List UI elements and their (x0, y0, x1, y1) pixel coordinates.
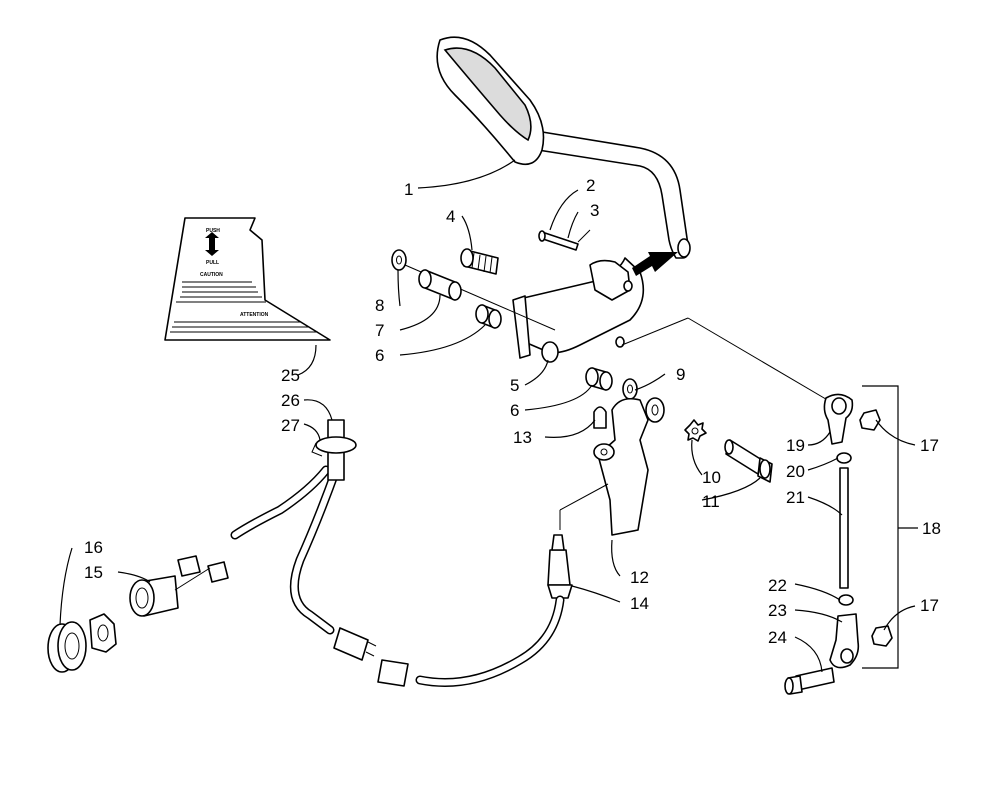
decal-push-text: PUSH (206, 228, 220, 234)
callout-3: 3 (590, 201, 599, 220)
ball-stud-13 (593, 406, 615, 461)
shift-lever-handle (436, 36, 691, 259)
cable-clamp-26 (311, 419, 357, 481)
callout-20: 20 (786, 462, 805, 481)
wiring-harness (230, 465, 565, 687)
warning-decal-25: PUSH PULL CAUTION ATTENTION (164, 217, 331, 341)
bushing-7 (418, 269, 462, 301)
callout-1: 1 (404, 180, 413, 199)
callout-19: 19 (786, 436, 805, 455)
neutral-switch-14 (547, 534, 573, 599)
shift-arm-12 (597, 397, 665, 536)
leader-lines (59, 159, 916, 673)
bolt-11 (724, 439, 773, 483)
washer-8 (391, 249, 407, 271)
callout-17b: 17 (920, 596, 939, 615)
callout-13: 13 (513, 428, 532, 447)
callout-7: 7 (375, 321, 384, 340)
callout-5: 5 (510, 376, 519, 395)
callout-22: 22 (768, 576, 787, 595)
bushing-6a (475, 304, 502, 329)
bushing-6b (585, 367, 613, 391)
callout-15: 15 (84, 563, 103, 582)
decal-attention-text: ATTENTION (240, 312, 269, 318)
callout-17a: 17 (920, 436, 939, 455)
star-washer-10 (684, 419, 707, 442)
callout-18: 18 (922, 519, 941, 538)
switch-nut-16 (47, 613, 117, 673)
callout-2: 2 (586, 176, 595, 195)
bolt-4 (460, 248, 499, 275)
callout-27: 27 (281, 416, 300, 435)
decal-caution-text: CAUTION (200, 272, 223, 278)
callout-14: 14 (630, 594, 649, 613)
decal-pull-text: PULL (206, 260, 219, 266)
direction-arrow (632, 252, 678, 276)
callout-4: 4 (446, 207, 455, 226)
callout-25: 25 (281, 366, 300, 385)
callout-10: 10 (702, 468, 721, 487)
shift-bracket (404, 257, 645, 363)
callout-6a: 6 (375, 346, 384, 365)
callout-6b: 6 (510, 401, 519, 420)
callout-24: 24 (768, 628, 787, 647)
callout-12: 12 (630, 568, 649, 587)
callout-11: 11 (702, 492, 720, 511)
callout-16: 16 (84, 538, 103, 557)
shift-linkage-18 (784, 385, 918, 695)
callout-26: 26 (281, 391, 300, 410)
callout-21: 21 (786, 488, 805, 507)
pin-and-cotter (538, 229, 591, 251)
washer-9 (622, 378, 638, 400)
callout-labels: 1 2 3 4 5 6 6 7 8 9 10 11 12 13 14 15 16… (84, 176, 941, 647)
key-switch-15 (129, 555, 229, 617)
callout-8: 8 (375, 296, 384, 315)
callout-23: 23 (768, 601, 787, 620)
callout-9: 9 (676, 365, 685, 384)
